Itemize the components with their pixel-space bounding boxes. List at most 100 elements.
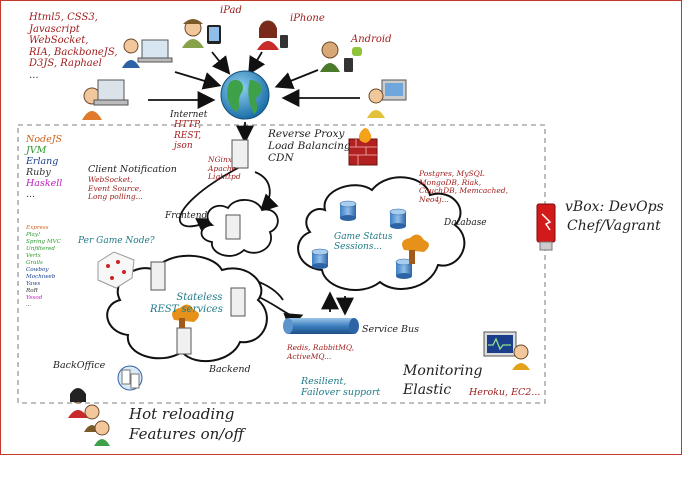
database-tech-item: Neo4j... (419, 194, 449, 204)
outer-frame (0, 0, 682, 455)
game-status-line: Game Status (334, 232, 393, 242)
client-tech-item: WebSocket, (29, 35, 89, 46)
notification-item: Event Source, (88, 183, 142, 193)
framework-item: Spring MVC (26, 238, 61, 245)
reverse-proxy-label: Reverse Proxy Load Balancing CDN (268, 128, 351, 164)
cloud-providers-label: Heroku, EC2... (469, 387, 541, 398)
backend-server-icon-2 (230, 287, 246, 317)
game-status-line: Sessions... (334, 242, 383, 253)
laptop-user-icon (82, 79, 129, 120)
database-tech-list: Postgres, MySQL MongoDB, Riak, CouchDB, … (419, 169, 508, 205)
backend-explosion-icon (172, 304, 199, 328)
monitoring-line: Monitoring (403, 363, 483, 379)
framework-item: RoR (26, 287, 38, 294)
framework-item: Cowboy (26, 266, 49, 273)
client-tech-item: D3JS, Raphael (29, 58, 102, 69)
mq-item: ActiveMQ... (287, 351, 332, 361)
web-server-item: Apache (208, 163, 237, 173)
game-status-label: Game Status Sessions... (334, 232, 392, 253)
client-tech-item: ... (29, 69, 39, 81)
admin-users-icon (68, 388, 110, 446)
android-user-icon (320, 41, 362, 72)
protocol-item: HTTP, (174, 120, 202, 131)
usb-stick-icon (536, 203, 556, 251)
per-game-node-label: Per Game Node? (78, 236, 155, 246)
database-tech-item: MongoDB, Riak, (419, 177, 482, 187)
client-tech-item: RIA, BackboneJS, (29, 46, 118, 58)
stateless-label: Stateless REST services (150, 292, 223, 315)
internet-label: Internet (170, 110, 208, 120)
framework-item: Yesod (26, 294, 43, 301)
client-notification: Client Notification WebSocket, Event Sou… (88, 164, 177, 202)
desktop-user-icon (122, 38, 173, 68)
ipad-label: iPad (220, 5, 242, 16)
database-cloud (297, 176, 466, 291)
backend-server-icon-3 (176, 327, 192, 355)
framework-item: Express (26, 225, 49, 231)
dice-icon (97, 251, 135, 289)
vbox-line: vBox: DevOps (565, 199, 664, 215)
proxy-line: CDN (268, 152, 294, 165)
ipad-user-icon (182, 19, 221, 48)
framework-item: Unfiltered (26, 245, 55, 252)
resilient-label: Resilient, Failover support (301, 376, 381, 399)
language-list: NodeJS JVM Erlang Ruby Haskell ... (26, 134, 63, 201)
mac-user-icon (367, 79, 407, 118)
database-tech-item: Postgres, MySQL (419, 169, 485, 178)
client-tech-list: Html5, CSS3, Javascript WebSocket, RIA, … (29, 12, 118, 81)
monitoring-icon (483, 331, 530, 370)
frontend-label: Frontend (165, 211, 208, 221)
hot-reloading-line: Hot reloading (129, 405, 235, 423)
resilient-line: Resilient, (301, 376, 347, 387)
backoffice-label: BackOffice (53, 360, 106, 371)
backend-server-icon-1 (150, 261, 166, 291)
client-tech-item: Html5, CSS3, (29, 12, 98, 23)
db-explosion-icon (402, 234, 429, 264)
proxy-server-icon (231, 139, 249, 169)
monitoring-label: Monitoring Elastic (403, 362, 482, 400)
frontend-server-icon (225, 214, 241, 240)
web-server-list: NGinx Apache Lighttpd (208, 155, 241, 182)
backend-label: Backend (209, 364, 251, 375)
internet-globe-icon (220, 70, 270, 120)
android-label: Android (351, 34, 392, 45)
protocol-item: json (174, 141, 193, 152)
database-tech-item: CouchDB, Memcached, (419, 186, 508, 196)
framework-list: Express Play! Spring MVC Unfiltered Vert… (26, 225, 61, 309)
language-item: JVM (26, 144, 47, 156)
language-item: ... (26, 188, 36, 200)
mq-item: Redis, RabbitMQ, (287, 343, 355, 352)
database-icons (311, 200, 413, 279)
firewall-icon (348, 128, 378, 166)
proxy-line: Reverse Proxy (268, 128, 345, 140)
internet-protocols: Internet HTTP, REST, json (170, 110, 207, 151)
framework-item: Mochiweb (26, 273, 56, 280)
web-server-item: NGinx (208, 155, 233, 164)
language-item: Haskell (26, 177, 63, 189)
language-item: Ruby (26, 166, 51, 178)
iphone-label: iPhone (290, 13, 325, 24)
database-label: Database (444, 218, 487, 228)
vbox-line: Chef/Vagrant (567, 217, 661, 234)
framework-item: Yaws (26, 280, 41, 287)
client-notification-title: Client Notification (88, 164, 177, 175)
hot-reloading-label: Hot reloading Features on/off (129, 404, 244, 445)
proxy-line: Load Balancing (268, 140, 351, 153)
hot-reloading-line: Features on/off (129, 425, 245, 444)
language-item: Erlang (26, 155, 59, 167)
stateless-line: Stateless (176, 292, 223, 303)
framework-item: Grails (26, 259, 43, 266)
service-bus-label: Service Bus (362, 324, 420, 335)
service-bus-pipe (283, 318, 359, 334)
backoffice-icon (117, 365, 143, 391)
framework-item: Play! (26, 231, 41, 238)
vbox-label: vBox: DevOps Chef/Vagrant (565, 198, 664, 236)
web-server-item: Lighttpd (208, 172, 241, 182)
resilient-line: Failover support (301, 386, 381, 398)
monitoring-line: Elastic (403, 381, 452, 398)
framework-item: ... (26, 301, 32, 308)
notification-item: WebSocket, (88, 174, 133, 184)
stateless-line: REST services (150, 303, 223, 315)
iphone-user-icon (257, 20, 288, 50)
